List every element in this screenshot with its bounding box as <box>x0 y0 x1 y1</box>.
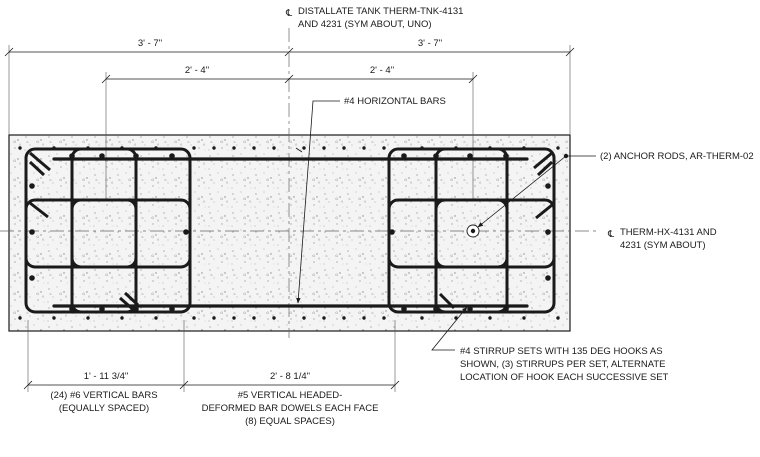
left-stirrup-set <box>24 147 192 314</box>
stirrups-line1: #4 STIRRUP SETS WITH 135 DEG HOOKS AS <box>460 346 663 357</box>
tank-centerline-label: ℄ DISTALLATE TANK THERM-TNK-4131 AND 423… <box>285 6 463 30</box>
stirrups-line3: LOCATION OF HOOK EACH SUCCESSIVE SET <box>460 372 669 383</box>
dim-inner-right: 2' - 4" <box>370 65 394 76</box>
leader-lines <box>295 100 596 351</box>
dowels-line3: (8) EQUAL SPACES) <box>245 416 335 427</box>
concrete-slab <box>8 134 571 332</box>
vertical-bars-line1: (24) #6 VERTICAL BARS <box>50 390 157 401</box>
dowels-line1: #5 VERTICAL HEADED- <box>238 390 343 401</box>
right-stirrup-set <box>387 147 556 314</box>
anchor-rod-symbol <box>466 224 480 238</box>
dim-top-right: 3' - 7" <box>418 38 442 49</box>
horizontal-bars-label: #4 HORIZONTAL BARS <box>344 96 446 107</box>
centerline-symbol: ℄ <box>607 229 615 240</box>
hx-centerline-label: ℄ THERM-HX-4131 AND 4231 (SYM ABOUT) <box>607 227 717 251</box>
stirrups-label: #4 STIRRUP SETS WITH 135 DEG HOOKS AS SH… <box>460 346 669 383</box>
hx-centerline-line2: 4231 (SYM ABOUT) <box>620 240 706 251</box>
dowels-label: #5 VERTICAL HEADED- DEFORMED BAR DOWELS … <box>202 390 379 427</box>
anchor-rods-label: (2) ANCHOR RODS, AR-THERM-02 <box>600 151 754 162</box>
vertical-bars-label: (24) #6 VERTICAL BARS (EQUALLY SPACED) <box>50 390 157 414</box>
dim-inner-left: 2' - 4" <box>185 65 209 76</box>
vertical-bars-line2: (EQUALLY SPACED) <box>59 403 149 414</box>
dim-top-left: 3' - 7" <box>138 38 162 49</box>
tank-centerline-line2: AND 4231 (SYM ABOUT, UNO) <box>298 19 432 30</box>
hx-centerline-line1: THERM-HX-4131 AND <box>620 227 717 238</box>
stirrups-line2: SHOWN, (3) STIRRUPS PER SET, ALTERNATE <box>460 359 666 370</box>
dim-bottom-left: 1' - 11 3/4" <box>84 371 129 382</box>
bottom-dimension-lines <box>23 320 400 392</box>
vertical-bars <box>29 153 551 312</box>
tank-centerline-line1: DISTALLATE TANK THERM-TNK-4131 <box>298 6 463 17</box>
dowel-bars <box>18 146 560 320</box>
dim-bottom-middle: 2' - 8 1/4" <box>270 371 310 382</box>
dowels-line2: DEFORMED BAR DOWELS EACH FACE <box>202 403 379 414</box>
top-dimension-lines <box>4 45 575 200</box>
centerline-symbol: ℄ <box>285 8 293 19</box>
